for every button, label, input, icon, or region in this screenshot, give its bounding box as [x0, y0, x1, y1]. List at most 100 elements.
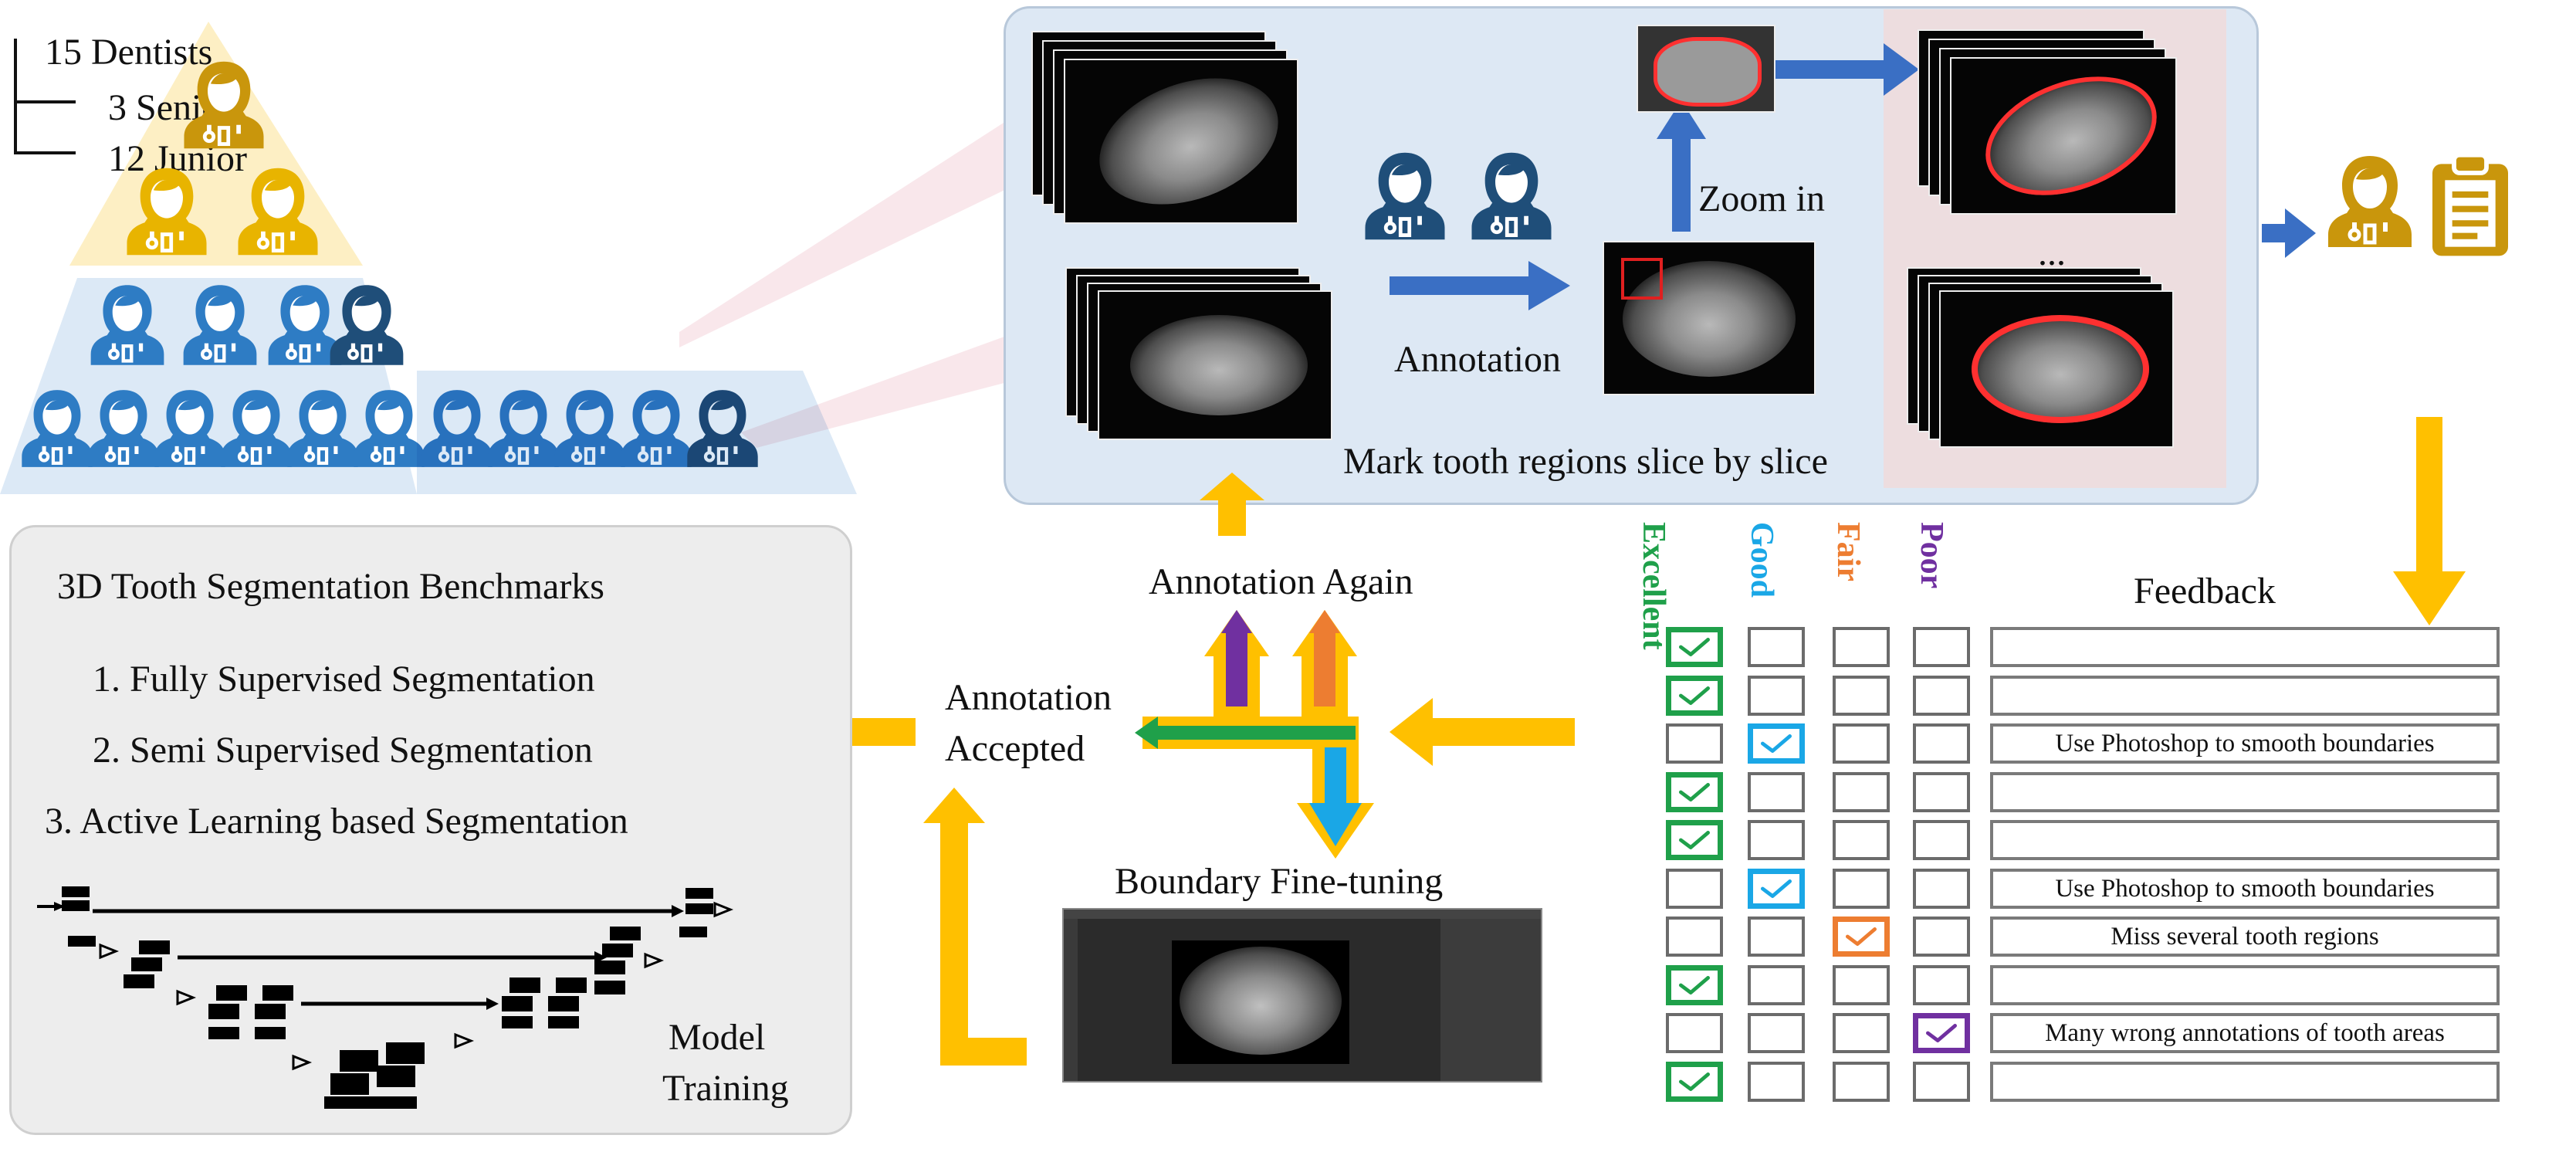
rating-checkbox[interactable]	[1748, 820, 1805, 860]
clipboard-icon	[2424, 151, 2517, 259]
arrow-icon	[1772, 43, 1919, 96]
rating-checkbox-checked[interactable]	[1833, 917, 1890, 957]
fine-tuning-label: Boundary Fine-tuning	[1115, 861, 1444, 902]
rating-checkbox[interactable]	[1833, 869, 1890, 909]
feedback-field[interactable]	[1990, 820, 2500, 860]
feedback-title: Feedback	[2134, 571, 2276, 612]
checkmark-icon	[1676, 973, 1713, 998]
arrow-icon	[923, 788, 1027, 1066]
rating-checkbox[interactable]	[1913, 723, 1970, 764]
benchmarks-title: 3D Tooth Segmentation Benchmarks	[57, 566, 604, 607]
rating-checkbox-checked[interactable]	[1913, 1013, 1970, 1053]
rating-checkbox[interactable]	[1833, 1013, 1890, 1053]
benchmark-item: 2. Semi Supervised Segmentation	[93, 730, 593, 771]
rating-checkbox[interactable]	[1833, 676, 1890, 716]
rating-checkbox[interactable]	[1748, 1013, 1805, 1053]
rating-checkbox[interactable]	[1748, 917, 1805, 957]
rating-checkbox[interactable]	[1913, 627, 1970, 667]
tree-branch-junior	[14, 151, 76, 154]
rating-checkbox-checked[interactable]	[1666, 1062, 1723, 1102]
feedback-field[interactable]	[1990, 676, 2500, 716]
feedback-field[interactable]: Many wrong annotations of tooth areas	[1990, 1013, 2500, 1053]
rating-checkbox[interactable]	[1748, 772, 1805, 812]
arrow-icon	[1200, 473, 1264, 536]
rating-checkbox[interactable]	[1748, 1062, 1805, 1102]
mark-regions-label: Mark tooth regions slice by slice	[1343, 441, 1828, 482]
checkmark-icon	[1843, 924, 1880, 949]
axial-slice	[1603, 241, 1816, 395]
rating-checkbox[interactable]	[1833, 1062, 1890, 1102]
rating-checkbox[interactable]	[1913, 917, 1970, 957]
checkmark-icon	[1676, 635, 1713, 659]
zoom-label: Zoom in	[1698, 178, 1825, 219]
feedback-field[interactable]	[1990, 772, 2500, 812]
rating-checkbox[interactable]	[1833, 723, 1890, 764]
column-fair: Fair	[1830, 522, 1866, 581]
checkmark-icon	[1758, 731, 1795, 756]
tree-branch-senior	[14, 100, 76, 103]
rating-checkbox[interactable]	[1913, 965, 1970, 1005]
feedback-field[interactable]	[1990, 965, 2500, 1005]
rating-checkbox[interactable]	[1913, 1062, 1970, 1102]
rating-checkbox[interactable]	[1748, 627, 1805, 667]
rating-checkbox-checked[interactable]	[1666, 772, 1723, 812]
benchmark-item: 3. Active Learning based Segmentation	[45, 801, 628, 842]
zoomed-slice	[1637, 25, 1775, 113]
dentist-icon	[2324, 151, 2416, 252]
rating-checkbox[interactable]	[1833, 820, 1890, 860]
rating-checkbox-checked[interactable]	[1666, 965, 1723, 1005]
column-good: Good	[1744, 522, 1779, 598]
rating-checkbox[interactable]	[1666, 1013, 1723, 1053]
rating-checkbox[interactable]	[1913, 869, 1970, 909]
pyramid-base-extension	[417, 371, 857, 494]
benchmark-item: 1. Fully Supervised Segmentation	[93, 659, 595, 700]
feedback-field[interactable]: Use Photoshop to smooth boundaries	[1990, 723, 2500, 764]
scan-stack-annotated-sagittal	[1918, 29, 2195, 222]
rating-checkbox[interactable]	[1833, 772, 1890, 812]
annotation-label: Annotation	[1394, 339, 1561, 380]
rating-checkbox[interactable]	[1666, 869, 1723, 909]
checkmark-icon	[1676, 828, 1713, 852]
arrow-icon	[2393, 417, 2466, 625]
feedback-field[interactable]	[1990, 1062, 2500, 1102]
rating-checkbox[interactable]	[1833, 627, 1890, 667]
checkmark-icon	[1676, 683, 1713, 708]
feedback-field[interactable]: Use Photoshop to smooth boundaries	[1990, 869, 2500, 909]
zoom-region-box	[1621, 258, 1663, 300]
accepted-label-1: Annotation	[945, 677, 1112, 718]
rating-checkbox-checked[interactable]	[1748, 869, 1805, 909]
accepted-label-2: Accepted	[945, 728, 1085, 769]
unet-diagram	[37, 886, 734, 1109]
checkmark-icon	[1758, 876, 1795, 901]
tree-line	[14, 39, 31, 154]
rating-checkbox[interactable]	[1666, 723, 1723, 764]
scan-stack-axial	[1065, 267, 1343, 445]
checkmark-icon	[1923, 1021, 1960, 1045]
rating-checkbox-checked[interactable]	[1666, 676, 1723, 716]
scan-stack-sagittal	[1031, 31, 1309, 232]
rating-checkbox-checked[interactable]	[1748, 723, 1805, 764]
column-excellent: Excellent	[1636, 522, 1671, 650]
rating-checkbox-checked[interactable]	[1666, 820, 1723, 860]
arrow-icon	[2262, 208, 2316, 258]
benchmarks-panel	[9, 525, 852, 1135]
rating-checkbox[interactable]	[1913, 820, 1970, 860]
rating-checkbox[interactable]	[1913, 772, 1970, 812]
rating-checkbox[interactable]	[1913, 676, 1970, 716]
arrow-icon	[1390, 261, 1570, 310]
checkmark-icon	[1676, 780, 1713, 805]
rating-checkbox[interactable]	[1833, 965, 1890, 1005]
team-pyramid: 15 Dentists 3 Senior 12 Junior	[0, 0, 417, 494]
scan-stack-annotated-axial	[1907, 267, 2215, 452]
feedback-field[interactable]	[1990, 627, 2500, 667]
checkmark-icon	[1676, 1069, 1713, 1094]
rating-checkbox-checked[interactable]	[1666, 627, 1723, 667]
arrow-icon	[1390, 698, 1575, 766]
feedback-field[interactable]: Miss several tooth regions	[1990, 917, 2500, 957]
column-poor: Poor	[1914, 522, 1949, 589]
rating-checkbox[interactable]	[1666, 917, 1723, 957]
ellipsis-label: ...	[2038, 232, 2066, 273]
rating-checkbox[interactable]	[1748, 676, 1805, 716]
rating-checkbox[interactable]	[1748, 965, 1805, 1005]
annotation-again-label: Annotation Again	[1149, 561, 1413, 602]
